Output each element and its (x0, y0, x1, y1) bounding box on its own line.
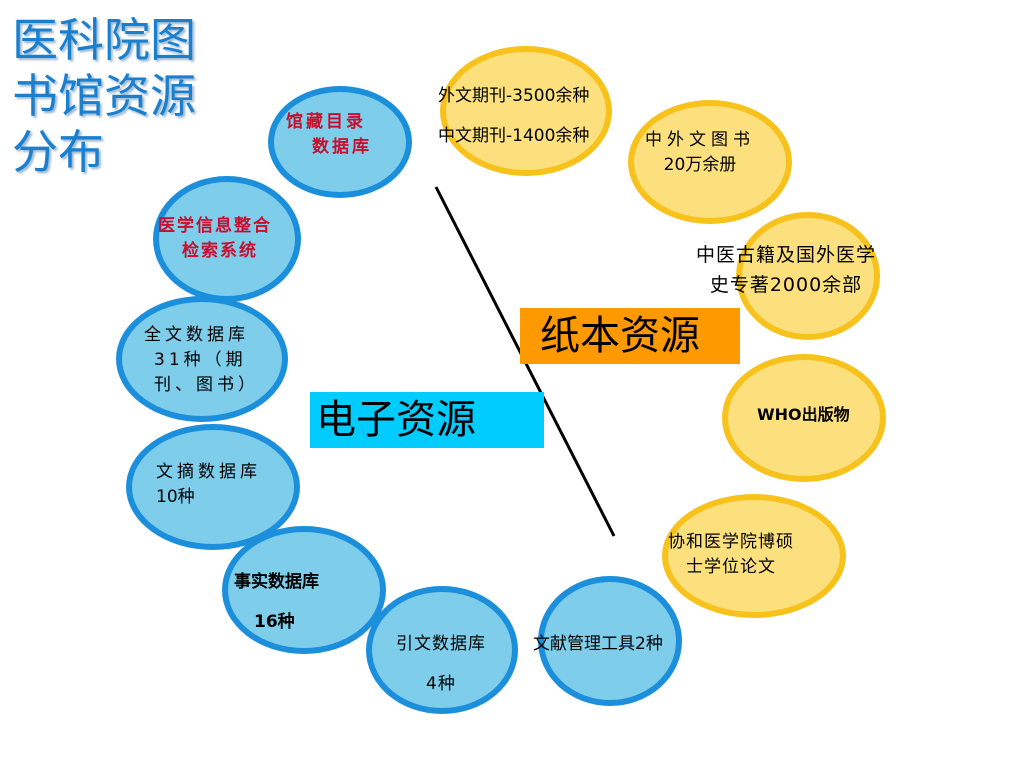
node-label-line: 协和医学院博硕 (668, 532, 794, 552)
node-integrated-search-system-label: 医学信息整合 检索系统 (158, 214, 272, 264)
title-line-3: 分布 (12, 125, 104, 179)
node-label-line: 数据库 (312, 137, 372, 157)
node-abstract-database-label: 文摘数据库 10种 (156, 460, 261, 510)
node-label-line: 医学信息整合 (158, 216, 272, 236)
title-line-2: 书馆资源 (12, 69, 196, 123)
node-label-line: 馆藏目录 (286, 112, 366, 132)
node-label-line: 中外文图书 (645, 130, 755, 150)
node-label-line: 事实数据库 (234, 572, 319, 592)
node-factual-database-label: 事实数据库 16种 (234, 562, 319, 642)
title-line-1: 医科院图 (12, 13, 196, 67)
node-fulltext-database (116, 296, 288, 422)
node-factual-database (222, 526, 386, 654)
node-ancient-books-label: 中医古籍及国外医学 史专著2000余部 (696, 240, 876, 300)
node-theses-label: 协和医学院博硕 士学位论文 (668, 530, 794, 580)
node-label-line: 中文期刊-1400余种 (438, 126, 590, 146)
node-label-line: 文摘数据库 (156, 462, 261, 482)
node-citation-database-label: 引文数据库 4种 (396, 624, 486, 704)
node-books-label: 中外文图书 20万余册 (645, 128, 755, 178)
node-label-line: 中医古籍及国外医学 (696, 244, 877, 266)
node-ancient-books (736, 212, 880, 340)
node-label-line: 外文期刊-3500余种 (438, 86, 590, 106)
slide-title: 医科院图 书馆资源 分布 (12, 12, 232, 180)
node-label-line: 20万余册 (663, 155, 737, 175)
node-abstract-database (126, 424, 300, 550)
node-fulltext-database-label: 全文数据库 31种（期 刊、图书） (144, 323, 259, 398)
node-label-line: 史专著2000余部 (709, 274, 863, 296)
node-label-line: 刊、图书） (154, 375, 259, 395)
node-label-line: 31种（期 (154, 350, 247, 370)
node-reference-management-tools (538, 576, 682, 706)
node-journals-label: 外文期刊-3500余种 中文期刊-1400余种 (438, 76, 589, 156)
node-reference-management-tools-label: 文献管理工具2种 (533, 634, 663, 654)
node-label-line: 引文数据库 (396, 634, 486, 654)
node-theses (662, 494, 846, 618)
paper-resources-text: 纸本资源 (540, 313, 700, 359)
paper-resources-label: 纸本资源 (520, 308, 740, 364)
node-label-line: 16种 (254, 612, 295, 632)
node-catalog-database-label: 馆藏目录 数据库 (286, 110, 372, 160)
node-label-line: 士学位论文 (686, 557, 776, 577)
node-catalog-database (268, 86, 412, 198)
node-label-line: 检索系统 (182, 241, 258, 261)
node-citation-database (366, 586, 518, 714)
node-books (628, 100, 792, 224)
node-label-line: 4种 (426, 674, 456, 694)
node-label-line: 全文数据库 (144, 325, 249, 345)
electronic-resources-label: 电子资源 (310, 392, 544, 448)
node-who-publications (722, 354, 886, 482)
electronic-resources-text: 电子资源 (316, 397, 476, 443)
node-label-line: 10种 (156, 487, 195, 507)
node-who-publications-label: WHO出版物 (757, 405, 850, 424)
node-journals (440, 46, 612, 176)
